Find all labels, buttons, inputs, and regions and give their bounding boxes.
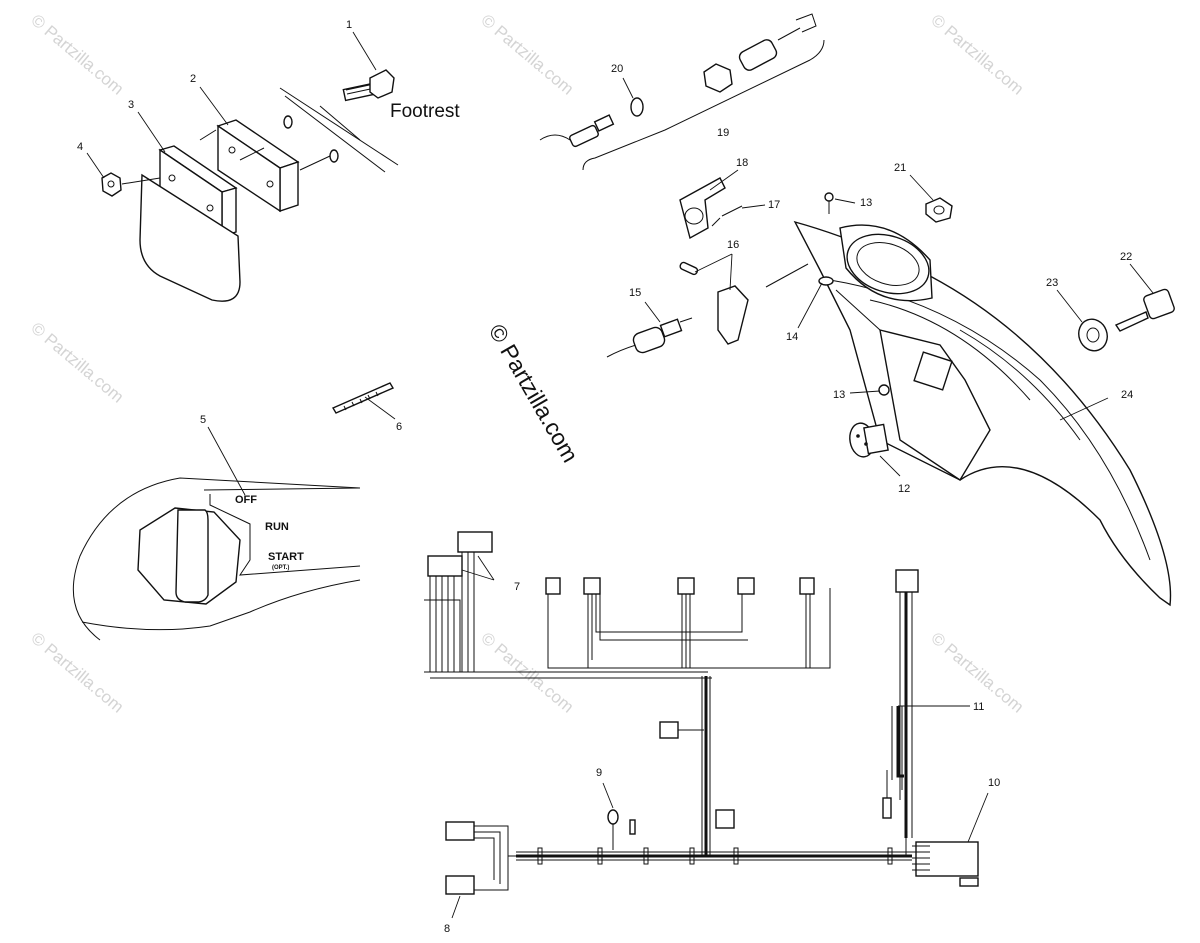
spring-17 — [711, 205, 743, 227]
mud-flap — [139, 173, 241, 302]
callout-7: 7 — [514, 581, 520, 593]
key-22 — [1114, 288, 1175, 332]
callout-13a: 13 — [860, 197, 872, 209]
callout-22: 22 — [1120, 251, 1132, 263]
watermark-faint: © Partzilla.com — [477, 11, 577, 99]
washer — [283, 115, 293, 129]
callout-20: 20 — [611, 63, 623, 75]
rear-fender-24 — [793, 220, 1172, 607]
spacer-block-2 — [216, 119, 300, 213]
switch-opt-label: (OPT.) — [272, 565, 289, 571]
switch-run-label: RUN — [265, 521, 289, 533]
callout-21: 21 — [894, 162, 906, 174]
callout-23: 23 — [1046, 277, 1058, 289]
callout-9: 9 — [596, 767, 602, 779]
footrest-group — [101, 69, 399, 302]
watermark-faint: © Partzilla.com — [477, 629, 577, 717]
watermark-faint: © Partzilla.com — [27, 629, 127, 717]
callout-10: 10 — [988, 777, 1000, 789]
strap-6 — [331, 382, 395, 414]
nut-23 — [1078, 318, 1108, 352]
nut — [703, 63, 733, 93]
callout-17: 17 — [768, 199, 780, 211]
callout-2: 2 — [190, 73, 196, 85]
callout-24: 24 — [1121, 389, 1133, 401]
callout-4: 4 — [77, 141, 83, 153]
callout-11: 11 — [973, 701, 984, 713]
callout-19: 19 — [717, 127, 729, 139]
callout-6: 6 — [396, 421, 402, 433]
washer — [329, 149, 339, 163]
leader-lines — [86, 31, 1154, 919]
washer-20 — [630, 97, 644, 117]
callout-16: 16 — [727, 239, 739, 251]
watermark-faint: © Partzilla.com — [27, 319, 127, 407]
switch-start-label: START — [268, 551, 304, 563]
brake-switch-15 — [606, 317, 693, 358]
callout-12: 12 — [898, 483, 910, 495]
footrest-label: Footrest — [390, 101, 460, 122]
ignition-panel-5 — [72, 477, 361, 641]
screw-13b — [878, 384, 890, 396]
watermark-main: © Partzilla.com — [484, 320, 584, 467]
callout-1: 1 — [346, 19, 352, 31]
watermark-faint: © Partzilla.com — [927, 11, 1027, 99]
bracket-18 — [679, 177, 726, 240]
watermark-faint: © Partzilla.com — [27, 11, 127, 99]
switch-off-label: OFF — [235, 494, 257, 506]
callout-3: 3 — [128, 99, 134, 111]
pin-16 — [679, 261, 749, 345]
washer-14 — [818, 276, 834, 286]
ignition-switch-12 — [849, 422, 889, 458]
callout-8: 8 — [444, 923, 450, 935]
bolt-1 — [342, 69, 395, 102]
plate-3 — [158, 145, 238, 238]
grommet-21 — [925, 197, 953, 223]
callout-13b: 13 — [833, 389, 845, 401]
callout-18: 18 — [736, 157, 748, 169]
callout-14: 14 — [786, 331, 798, 343]
screw-13a — [824, 192, 834, 214]
callout-5: 5 — [200, 414, 206, 426]
switch-19-group — [539, 13, 825, 171]
nut-4 — [101, 172, 122, 197]
wiring-harness — [424, 531, 979, 895]
callout-15: 15 — [629, 287, 641, 299]
